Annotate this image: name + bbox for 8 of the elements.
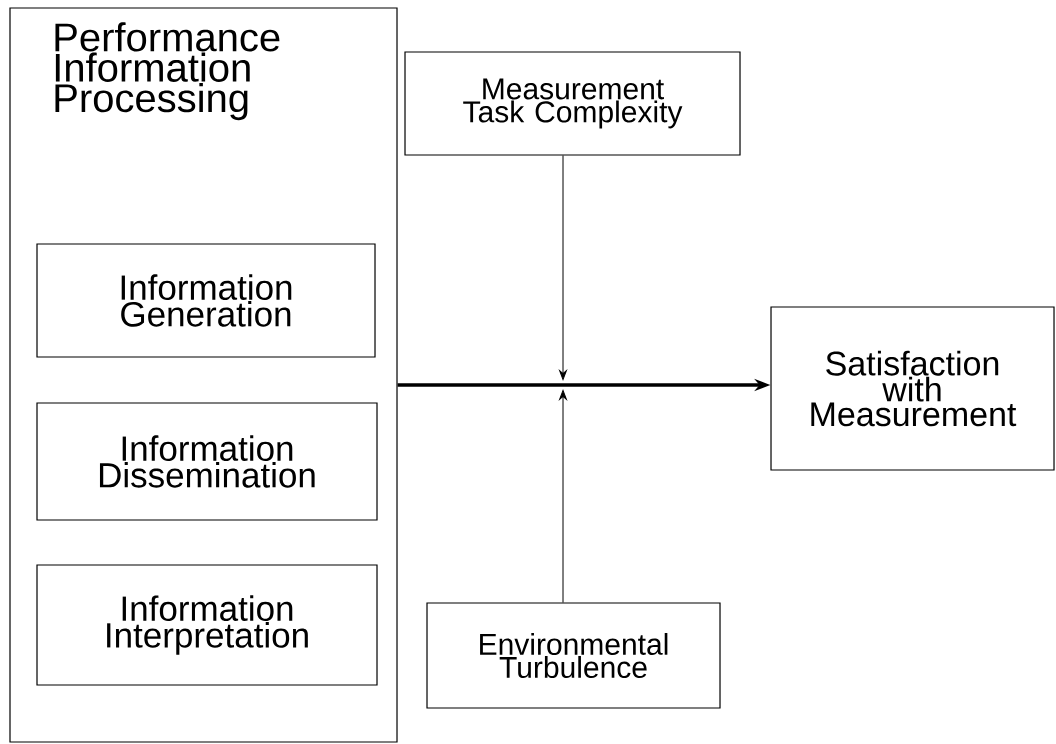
outcome-box: Satisfaction with Measurement [770,306,1055,471]
moderator-box: Measurement Task Complexity [404,51,741,156]
process-box: Information Dissemination [36,402,378,521]
process-box: Information Generation [36,243,376,358]
moderator-box: Environmental Turbulence [426,602,721,709]
arrow [559,155,567,381]
arrow [559,389,567,603]
process-box: Information Interpretation [36,564,378,686]
